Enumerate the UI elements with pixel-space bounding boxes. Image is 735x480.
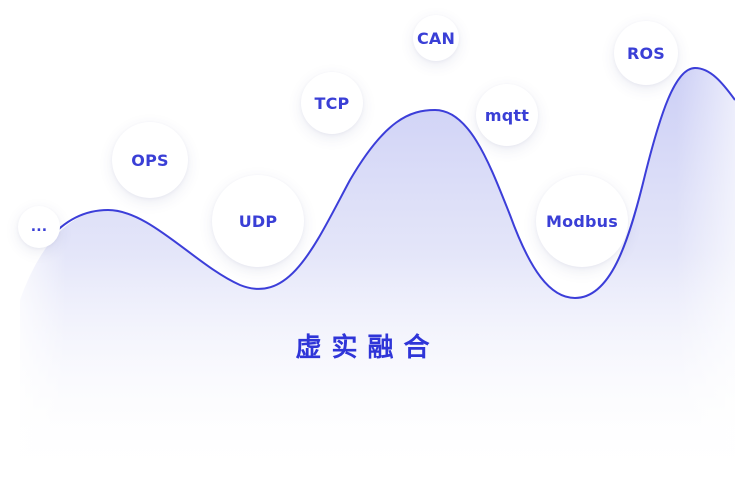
bubble-modbus-label: Modbus [546, 211, 618, 231]
bubble-dots-label: ... [30, 219, 48, 235]
bubble-can-label: CAN [416, 28, 456, 48]
bubble-ros-label: ROS [626, 43, 666, 63]
bubble-tcp: TCP [301, 72, 363, 134]
bubble-modbus: Modbus [536, 175, 628, 267]
bubble-mqtt: mqtt [476, 84, 538, 146]
bubble-ros: ROS [614, 21, 678, 85]
diagram-title: 虚实融合 [295, 333, 440, 363]
bubble-udp-label: UDP [238, 211, 278, 231]
bubble-dots: ... [18, 206, 60, 248]
bubble-can: CAN [413, 15, 459, 61]
bubble-mqtt-label: mqtt [484, 105, 530, 125]
bubble-ops-label: OPS [131, 150, 169, 170]
wave-curve [47, 66, 735, 300]
bubble-tcp-label: TCP [314, 93, 350, 113]
bubble-udp: UDP [212, 175, 304, 267]
bubble-ops: OPS [112, 122, 188, 198]
